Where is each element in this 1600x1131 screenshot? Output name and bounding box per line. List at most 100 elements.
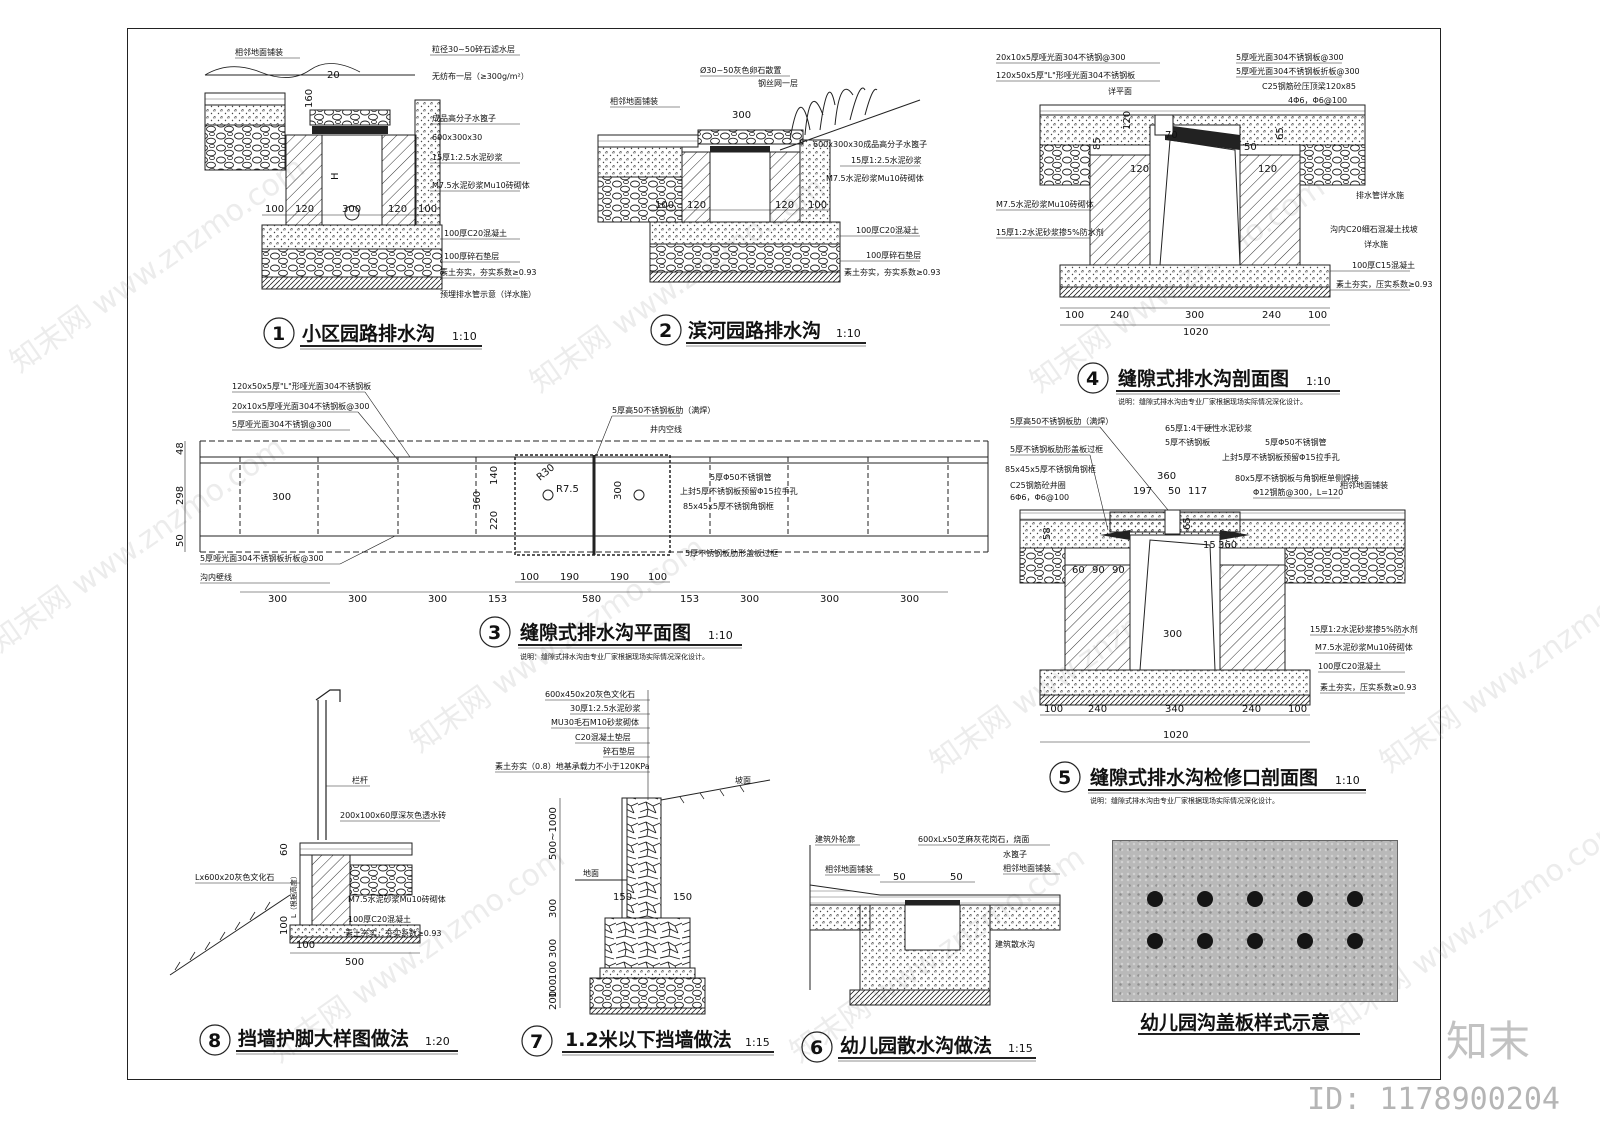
svg-text:相邻地面铺装: 相邻地面铺装 bbox=[1340, 480, 1388, 490]
svg-text:300: 300 bbox=[342, 204, 361, 215]
svg-text:5厚不锈钢板肋形盖板过框: 5厚不锈钢板肋形盖板过框 bbox=[1010, 444, 1103, 454]
svg-text:150: 150 bbox=[613, 892, 632, 903]
drawing-title-3: 3 缝隙式排水沟平面图 1:10 说明：缝隙式排水沟由专业厂家根据现场实际情况深… bbox=[479, 616, 742, 661]
svg-text:坡面: 坡面 bbox=[735, 775, 751, 785]
svg-text:120x50x5厚"L"形哑光面304不锈钢板: 120x50x5厚"L"形哑光面304不锈钢板 bbox=[996, 70, 1135, 80]
svg-text:Ø30~50灰色卵石散置: Ø30~50灰色卵石散置 bbox=[700, 65, 781, 75]
svg-text:建筑散水沟: 建筑散水沟 bbox=[995, 939, 1035, 949]
svg-text:100: 100 bbox=[1308, 310, 1327, 321]
svg-text:300: 300 bbox=[900, 594, 919, 605]
svg-text:相邻地面铺装: 相邻地面铺装 bbox=[825, 864, 873, 874]
drawing-title-5: 5 缝隙式排水沟检修口剖面图 1:10 说明：缝隙式排水沟由专业厂家根据现场实际… bbox=[1049, 761, 1366, 805]
svg-text:90: 90 bbox=[1092, 565, 1105, 576]
grate-hole bbox=[1197, 891, 1213, 907]
svg-text:117: 117 bbox=[1188, 486, 1207, 497]
svg-text:C25钢筋砼井圈: C25钢筋砼井圈 bbox=[1010, 480, 1066, 490]
svg-text:8: 8 bbox=[208, 1030, 221, 1052]
svg-text:100厚C20混凝土: 100厚C20混凝土 bbox=[444, 228, 507, 238]
svg-text:240: 240 bbox=[1242, 704, 1261, 715]
svg-text:素土夯实，夯实系数≥0.93: 素土夯实，夯实系数≥0.93 bbox=[345, 928, 442, 938]
svg-text:Lx600x20灰色文化石: Lx600x20灰色文化石 bbox=[195, 872, 274, 882]
svg-text:无纺布一层（≥300g/m²）: 无纺布一层（≥300g/m²） bbox=[432, 71, 529, 81]
svg-text:5: 5 bbox=[1058, 767, 1071, 789]
svg-text:240: 240 bbox=[1088, 704, 1107, 715]
svg-text:120: 120 bbox=[295, 204, 314, 215]
svg-text:197: 197 bbox=[1133, 486, 1152, 497]
svg-text:M7.5水泥砂浆Mu10砖砌体: M7.5水泥砂浆Mu10砖砌体 bbox=[826, 173, 924, 183]
grate-hole bbox=[1297, 933, 1313, 949]
svg-text:100: 100 bbox=[1065, 310, 1084, 321]
svg-text:100厚碎石垫层: 100厚碎石垫层 bbox=[444, 251, 499, 261]
svg-text:240: 240 bbox=[1110, 310, 1129, 321]
svg-text:60: 60 bbox=[279, 843, 290, 856]
detail-6-kindergarten-drain: 50 50 建筑外轮廓 600xLx50芝麻灰花岗石，烧面 水篦子 相邻地面铺装… bbox=[809, 834, 1061, 1006]
drawing-title-8: 8 挡墙护脚大样图做法 1:20 bbox=[199, 1024, 458, 1056]
svg-text:85x45x5厚不锈钢角钢框: 85x45x5厚不锈钢角钢框 bbox=[683, 501, 774, 511]
svg-text:说明：缝隙式排水沟由专业厂家根据现场实际情况深化设计。: 说明：缝隙式排水沟由专业厂家根据现场实际情况深化设计。 bbox=[1118, 397, 1307, 406]
svg-text:1.2米以下挡墙做法: 1.2米以下挡墙做法 bbox=[565, 1028, 732, 1051]
svg-text:素土夯实（0.8）地基承载力不小于120KPa: 素土夯实（0.8）地基承载力不小于120KPa bbox=[495, 761, 650, 771]
detail-8-wall-toe: 500 100 60 100 L（根据高度） 栏杆 200x100x60厚深灰色… bbox=[169, 689, 446, 976]
svg-text:300: 300 bbox=[548, 899, 559, 918]
grate-hole bbox=[1247, 891, 1263, 907]
svg-text:上封5厚不锈钢板预留Φ15拉手孔: 上封5厚不锈钢板预留Φ15拉手孔 bbox=[1222, 452, 1340, 462]
svg-text:Φ12钢筋@300，L=120: Φ12钢筋@300，L=120 bbox=[1253, 487, 1343, 497]
svg-text:60: 60 bbox=[1072, 565, 1085, 576]
svg-text:2: 2 bbox=[659, 320, 672, 342]
drawing-frame bbox=[127, 28, 1441, 1080]
svg-text:M7.5水泥砂浆Mu10砖砌体: M7.5水泥砂浆Mu10砖砌体 bbox=[996, 199, 1094, 209]
svg-text:50: 50 bbox=[175, 534, 186, 547]
image-id-tag: ID: 1178900204 bbox=[1307, 1082, 1560, 1117]
svg-text:1020: 1020 bbox=[1183, 327, 1208, 338]
svg-text:相邻地面铺装: 相邻地面铺装 bbox=[1003, 863, 1051, 873]
svg-text:5厚Φ50不锈钢管: 5厚Φ50不锈钢管 bbox=[710, 472, 772, 482]
svg-text:360: 360 bbox=[1218, 540, 1237, 551]
svg-text:100厚C20混凝土: 100厚C20混凝土 bbox=[856, 225, 919, 235]
grate-hole bbox=[1247, 933, 1263, 949]
svg-text:素土夯实，夯实系数≥0.93: 素土夯实，夯实系数≥0.93 bbox=[844, 267, 941, 277]
svg-text:600x300x30成品高分子水篦子: 600x300x30成品高分子水篦子 bbox=[813, 139, 927, 149]
svg-text:6: 6 bbox=[810, 1037, 823, 1059]
svg-text:300: 300 bbox=[740, 594, 759, 605]
svg-text:C20混凝土垫层: C20混凝土垫层 bbox=[575, 732, 631, 742]
svg-text:H: H bbox=[330, 172, 341, 180]
svg-text:L（根据高度）: L（根据高度） bbox=[289, 872, 298, 918]
svg-text:M7.5水泥砂浆Mu10砖砌体: M7.5水泥砂浆Mu10砖砌体 bbox=[348, 894, 446, 904]
svg-text:5厚不锈钢板肋形盖板过框: 5厚不锈钢板肋形盖板过框 bbox=[685, 548, 778, 558]
svg-text:80x5厚不锈钢板与角钢框单侧焊接: 80x5厚不锈钢板与角钢框单侧焊接 bbox=[1235, 473, 1359, 483]
svg-text:360: 360 bbox=[472, 491, 483, 510]
svg-text:360: 360 bbox=[1157, 471, 1176, 482]
detail-5-leaders: 5厚高50不锈钢板肋（满焊） 65厚1:4干硬性水泥砂浆 5厚不锈钢板 5厚不锈… bbox=[1005, 416, 1418, 694]
svg-text:1:15: 1:15 bbox=[1008, 1042, 1033, 1055]
svg-text:100: 100 bbox=[279, 916, 290, 935]
grate-hole bbox=[1347, 891, 1363, 907]
svg-text:30厚1:2.5水泥砂浆: 30厚1:2.5水泥砂浆 bbox=[570, 703, 641, 713]
svg-text:50: 50 bbox=[1168, 486, 1181, 497]
svg-text:160: 160 bbox=[304, 89, 315, 108]
svg-text:300: 300 bbox=[348, 594, 367, 605]
svg-text:300: 300 bbox=[613, 481, 624, 500]
svg-text:190: 190 bbox=[610, 572, 629, 583]
svg-text:300: 300 bbox=[272, 492, 291, 503]
svg-text:100: 100 bbox=[296, 940, 315, 951]
svg-text:粒径30~50碎石滤水层: 粒径30~50碎石滤水层 bbox=[432, 44, 515, 54]
detail-3-slot-drain-plan: 300 R30 R7.5 140 220 360 300 48 298 50 1… bbox=[175, 381, 989, 605]
svg-text:说明：缝隙式排水沟由专业厂家根据现场实际情况深化设计。: 说明：缝隙式排水沟由专业厂家根据现场实际情况深化设计。 bbox=[520, 652, 709, 661]
svg-text:详平面: 详平面 bbox=[1108, 86, 1132, 96]
detail-1-residential-drain: 100 120 300 120 100 160 20 H 相邻地面铺装 粒径30… bbox=[204, 44, 537, 299]
svg-text:素土夯实，压实系数≥0.93: 素土夯实，压实系数≥0.93 bbox=[1336, 279, 1433, 289]
svg-text:1:20: 1:20 bbox=[425, 1035, 450, 1048]
detail-6-leaders: 建筑外轮廓 600xLx50芝麻灰花岗石，烧面 水篦子 相邻地面铺装 相邻地面铺… bbox=[815, 834, 1060, 949]
svg-text:沟内壁线: 沟内壁线 bbox=[200, 572, 232, 582]
photo-caption: 幼儿园沟盖板样式示意 bbox=[1140, 1012, 1331, 1034]
svg-text:7: 7 bbox=[530, 1031, 543, 1053]
svg-text:600xLx50芝麻灰花岗石，烧面: 600xLx50芝麻灰花岗石，烧面 bbox=[918, 834, 1029, 844]
svg-text:100: 100 bbox=[265, 204, 284, 215]
svg-text:90: 90 bbox=[1112, 565, 1125, 576]
svg-text:栏杆: 栏杆 bbox=[352, 775, 368, 785]
detail-2-riverside-drain: 300 100 120 120 100 Ø30~50灰色卵石散置 钢丝网一层 相… bbox=[597, 65, 941, 283]
svg-text:说明：缝隙式排水沟由专业厂家根据现场实际情况深化设计。: 说明：缝隙式排水沟由专业厂家根据现场实际情况深化设计。 bbox=[1090, 796, 1279, 805]
svg-text:200: 200 bbox=[548, 991, 559, 1010]
svg-text:85x45x5厚不锈钢角钢框: 85x45x5厚不锈钢角钢框 bbox=[1005, 464, 1096, 474]
svg-text:100: 100 bbox=[648, 572, 667, 583]
